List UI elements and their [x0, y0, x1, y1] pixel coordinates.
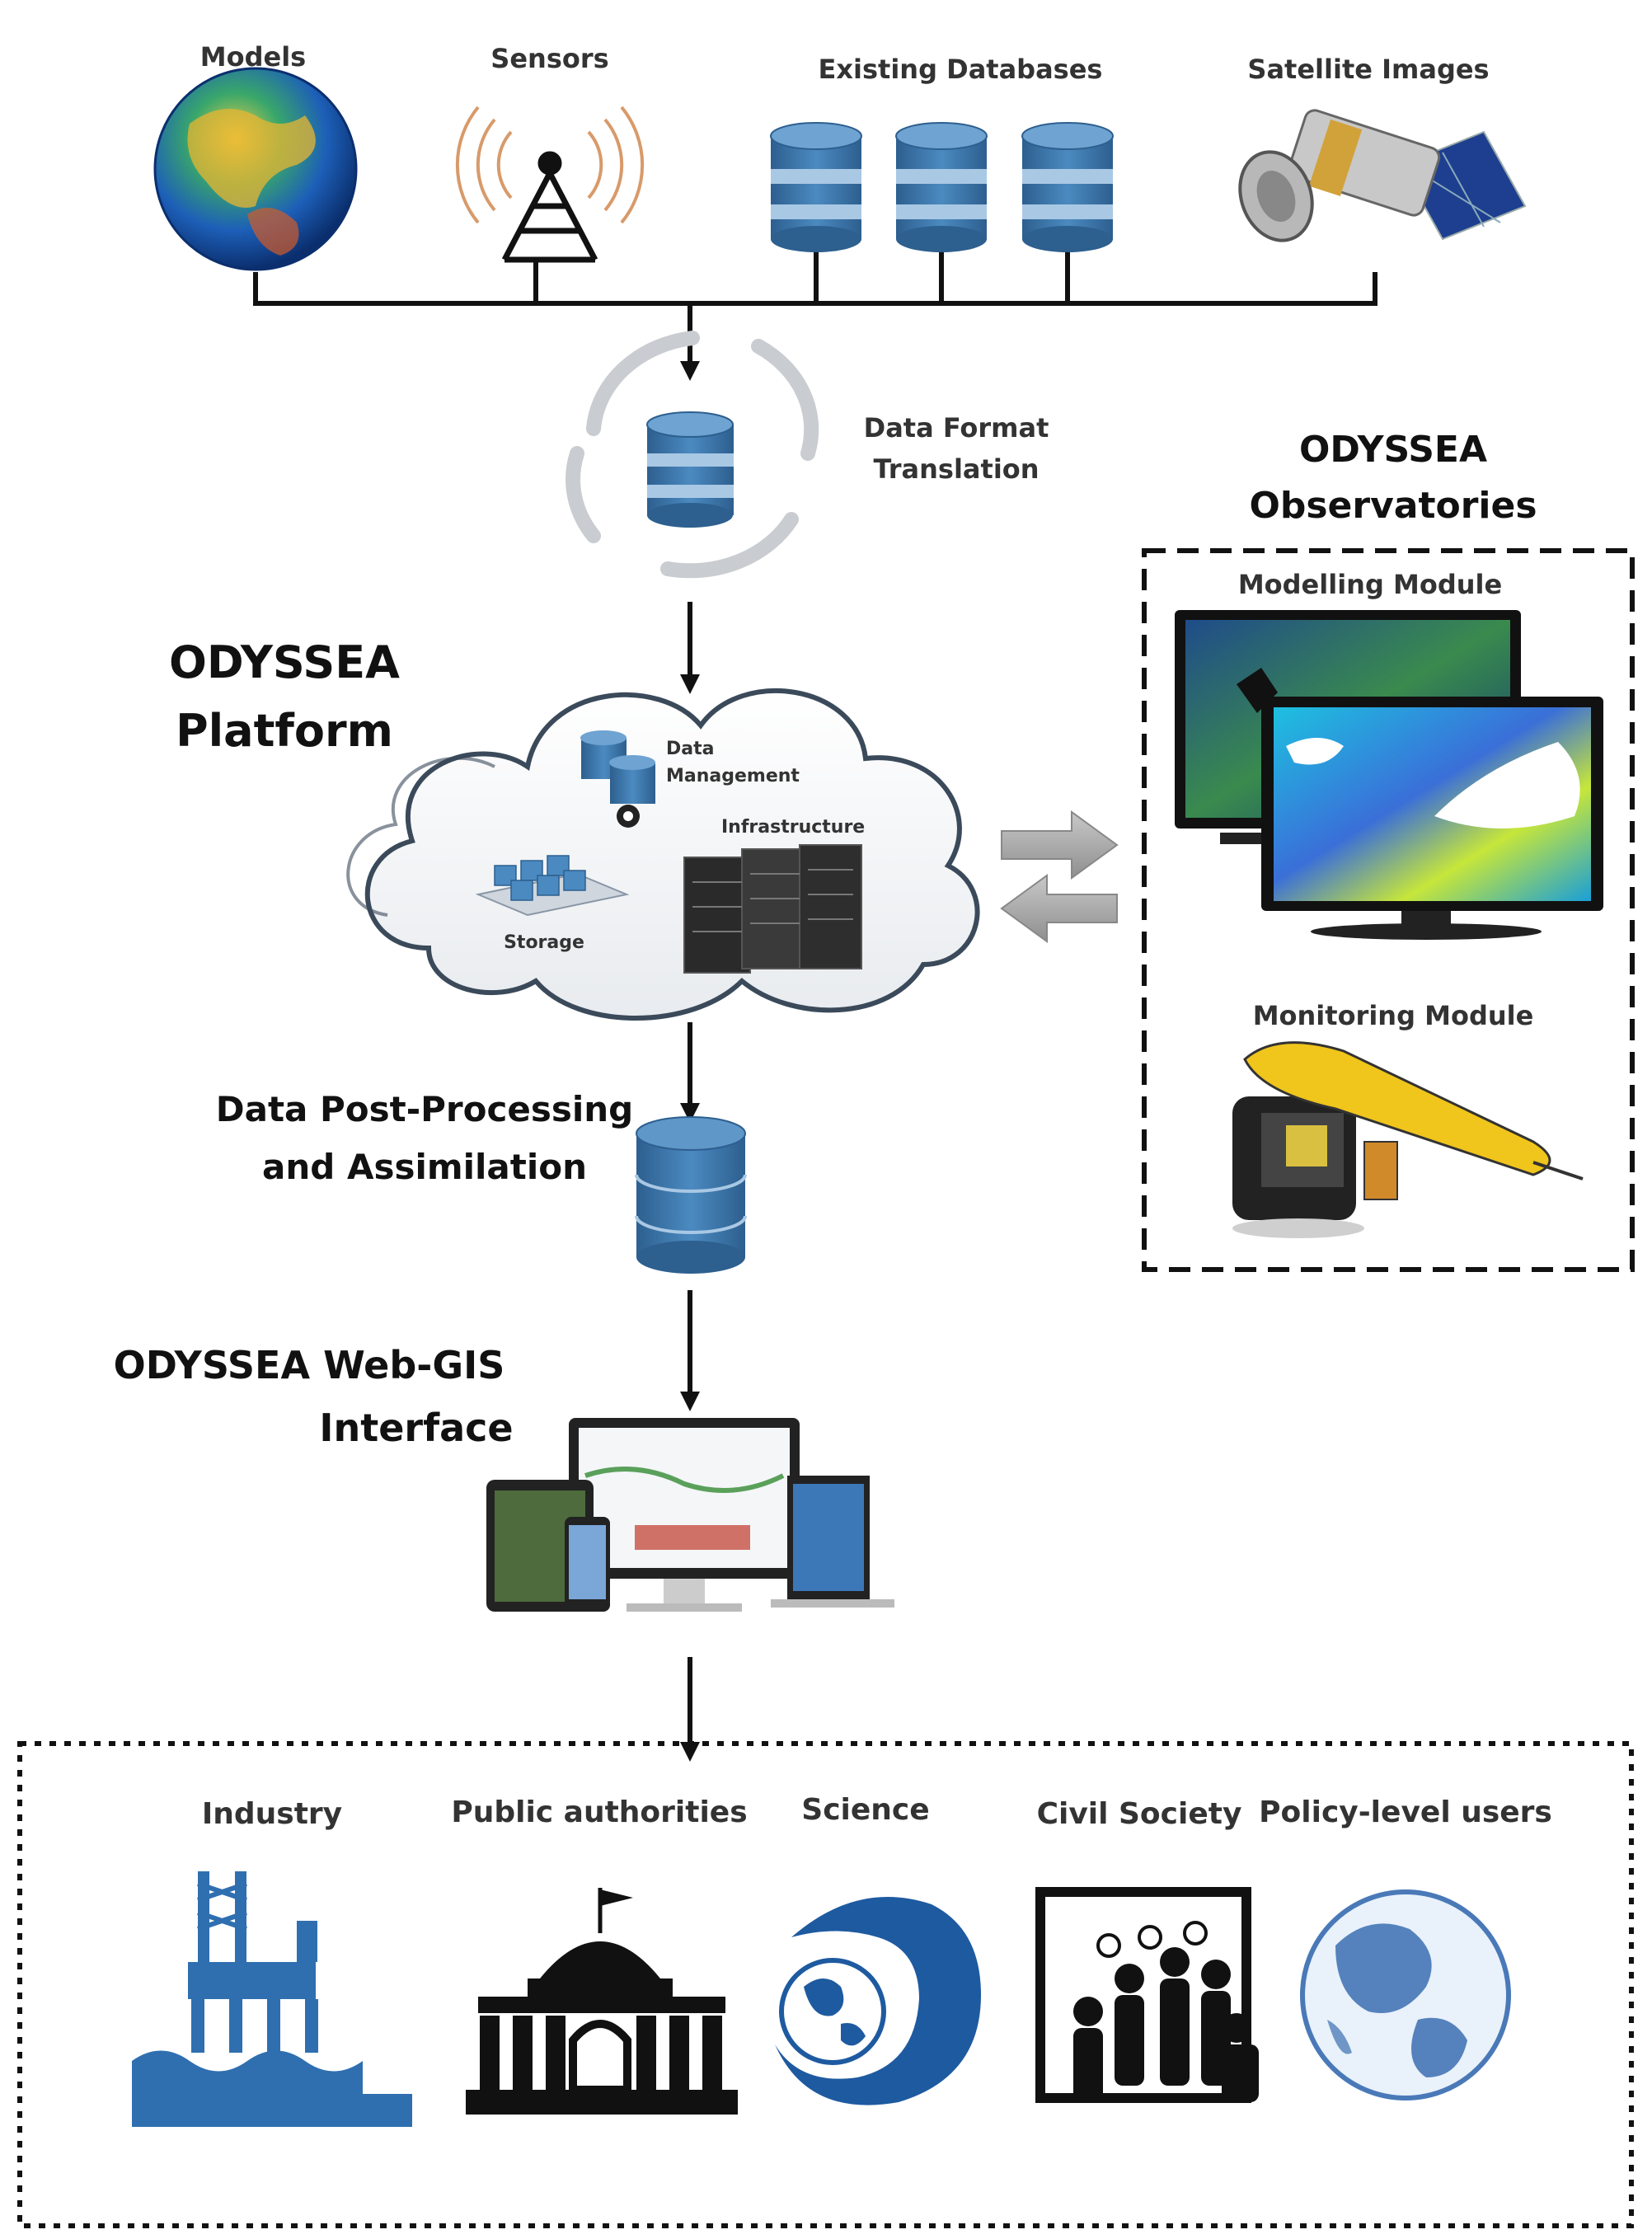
source-connector-bus [253, 252, 1377, 306]
antenna-sensor-icon [455, 106, 645, 224]
data-management-label-line2: Management [666, 766, 800, 786]
sensors-label: Sensors [490, 43, 608, 74]
policy-globe-icon [1300, 1889, 1511, 2101]
storage-icon [475, 855, 630, 917]
public-authorities-label: Public authorities [451, 1795, 747, 1829]
storage-label: Storage [504, 932, 584, 953]
server-rack-icon [683, 844, 862, 974]
cloud-platform-icon [346, 688, 980, 1021]
platform-title-line1: ODYSSEA [169, 636, 400, 688]
science-wave-globe-icon [775, 1897, 981, 2105]
database-icon-3 [1021, 122, 1114, 252]
civil-society-label: Civil Society [1037, 1797, 1242, 1831]
modelling-monitor-front [1261, 697, 1603, 940]
observatories-dashed-box [1142, 548, 1635, 1272]
science-label: Science [801, 1793, 929, 1827]
data-management-icon [580, 730, 655, 828]
translation-label-line1: Data Format [864, 412, 1049, 444]
modelling-module-label: Modelling Module [1238, 569, 1502, 600]
industry-label: Industry [202, 1797, 342, 1831]
infrastructure-label: Infrastructure [721, 817, 865, 838]
oil-platform-industry-icon [132, 1871, 412, 2127]
webgis-label-line2: Interface [319, 1406, 513, 1450]
data-format-translation-icon [566, 331, 819, 579]
monitoring-glider-icon [1232, 1041, 1584, 1238]
webgis-label-line1: ODYSSEA Web-GIS [114, 1343, 505, 1387]
policy-level-users-label: Policy-level users [1259, 1795, 1552, 1829]
exchange-arrows-icon [1000, 810, 1119, 943]
observatories-title-line2: Observatories [1249, 485, 1537, 527]
civil-society-people-icon [1035, 1887, 1259, 2103]
database-icon-2 [895, 122, 988, 252]
translation-label-line2: Translation [873, 453, 1039, 485]
postprocessing-label-line1: Data Post-Processing [216, 1089, 633, 1129]
antenna-tower-icon [501, 151, 598, 263]
satellite-icon [1238, 109, 1527, 242]
observatories-title-line1: ODYSSEA [1299, 429, 1487, 471]
postprocessing-label-line2: and Assimilation [262, 1147, 587, 1187]
government-building-icon [466, 1888, 738, 2115]
databases-label: Existing Databases [819, 54, 1103, 85]
platform-title-line2: Platform [176, 705, 393, 757]
globe-models-icon [153, 67, 358, 271]
postprocessing-database-icon [635, 1116, 747, 1274]
satellite-label: Satellite Images [1247, 54, 1489, 85]
database-icon-1 [770, 122, 862, 252]
users-dotted-box [17, 1741, 1634, 2228]
monitoring-module-label: Monitoring Module [1253, 1000, 1534, 1031]
webgis-devices-icon [486, 1418, 894, 1612]
data-management-label-line1: Data [666, 739, 714, 759]
